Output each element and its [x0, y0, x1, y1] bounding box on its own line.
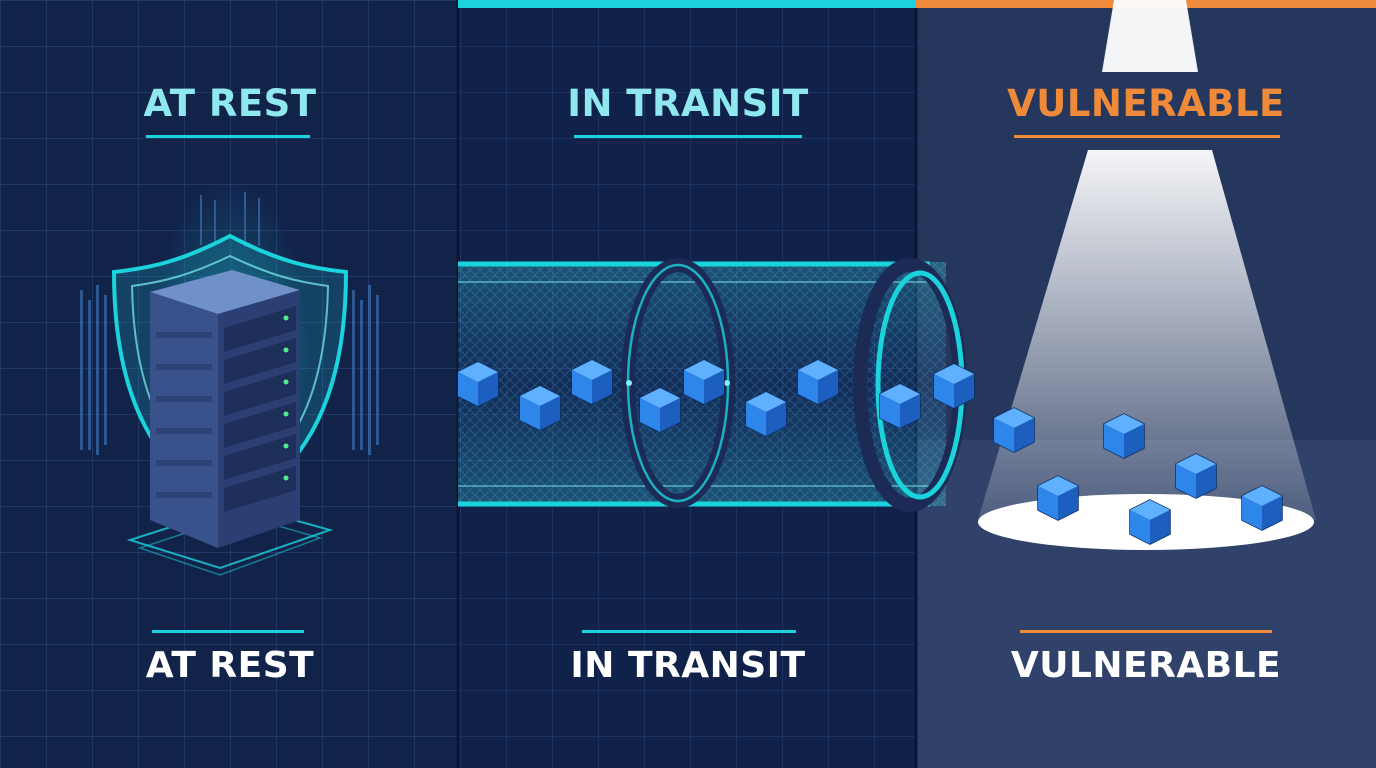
- data-cube-icon: [519, 385, 561, 431]
- data-cube-icon: [1103, 413, 1145, 459]
- data-cube-icon: [1175, 453, 1217, 499]
- at-rest-caption: AT REST: [145, 645, 315, 686]
- data-cube-icon: [571, 359, 613, 405]
- vulnerable-title-underline: [1014, 135, 1280, 138]
- data-cube-icon: [933, 363, 975, 409]
- vulnerable-caption: VULNERABLE: [1010, 645, 1282, 686]
- in-transit-caption: IN TRANSIT: [570, 645, 806, 686]
- transit-caption-line: [582, 630, 796, 633]
- server-rack-icon: [150, 270, 300, 548]
- data-cube-icon: [797, 359, 839, 405]
- rest-title-underline: [146, 135, 310, 138]
- transit-top-bar: [458, 0, 916, 8]
- rest-caption-line: [152, 630, 304, 633]
- at-rest-title: AT REST: [143, 82, 317, 125]
- data-cube-icon: [639, 387, 681, 433]
- vulnerable-caption-line: [1020, 630, 1272, 633]
- in-transit-title: IN TRANSIT: [567, 82, 809, 125]
- data-cube-icon: [1037, 475, 1079, 521]
- data-cube-icon: [879, 383, 921, 429]
- data-cube-icon: [1241, 485, 1283, 531]
- data-cube-icon: [745, 391, 787, 437]
- data-cube-icon: [1129, 499, 1171, 545]
- transit-title-underline: [574, 135, 802, 138]
- vulnerable-title: VULNERABLE: [1007, 82, 1285, 125]
- data-cube-icon: [457, 361, 499, 407]
- data-cube-icon: [993, 407, 1035, 453]
- at-rest-illustration: [80, 180, 379, 576]
- data-cube-icon: [683, 359, 725, 405]
